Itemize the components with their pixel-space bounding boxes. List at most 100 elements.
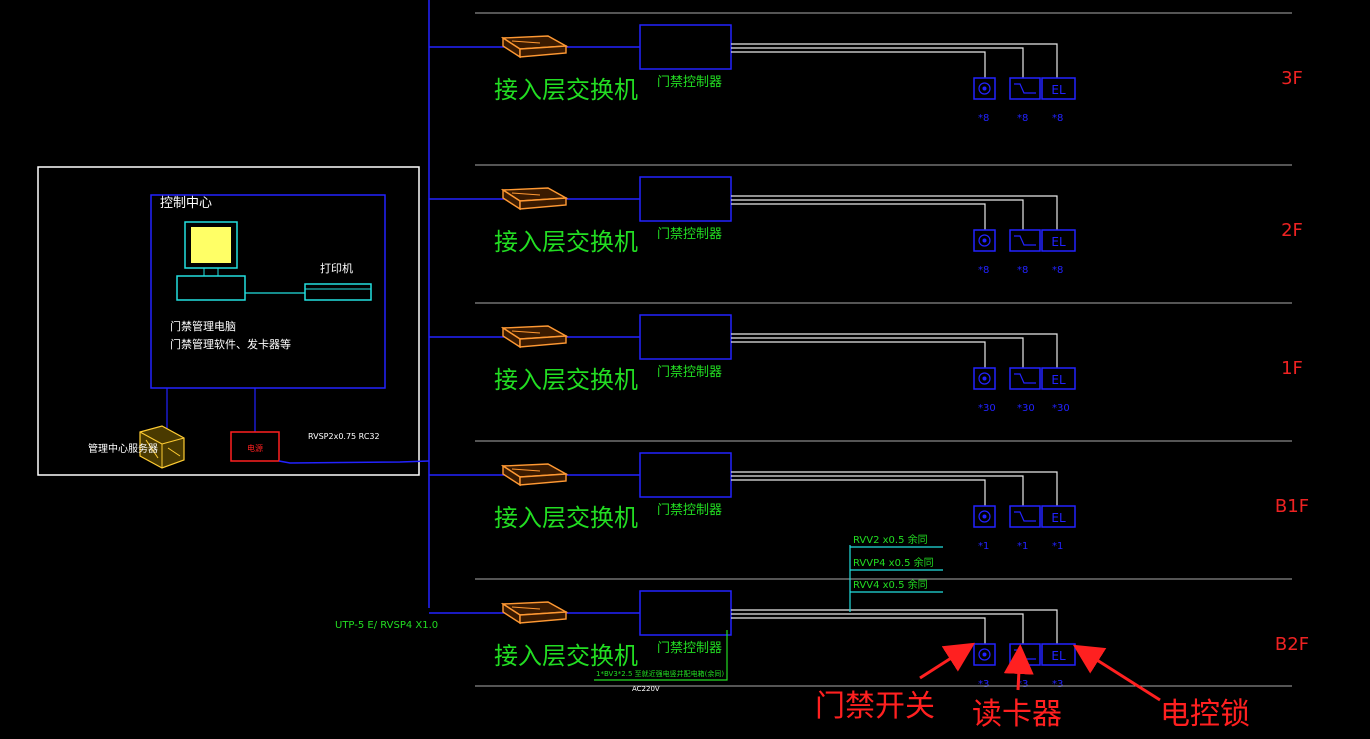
network-switch-icon: [500, 187, 569, 211]
card-reader-icon: [1009, 367, 1041, 390]
electric-lock-icon: EL: [1041, 643, 1076, 666]
reader-wire: [731, 199, 1024, 230]
wire-spec-2: RVVP4 x0.5 余同: [853, 556, 934, 569]
card-reader-arrow: [1003, 644, 1034, 691]
printer-icon: [304, 283, 372, 301]
exit-button-icon: [973, 643, 996, 666]
power-label: 电源: [247, 443, 263, 453]
network-switch-icon: [500, 463, 569, 487]
floor-name: 3F: [1281, 68, 1303, 89]
main-cable-label: UTP-5 E/ RVSP4 X1.0: [335, 620, 438, 631]
control-center-room: [37, 166, 420, 476]
lock-wire: [731, 471, 1058, 506]
exit-button-wire: [731, 479, 986, 506]
card-reader-count: *30: [1017, 403, 1035, 414]
card-reader-icon: [1009, 229, 1041, 252]
reader-wire: [731, 47, 1024, 78]
electric-lock-text: EL: [1051, 235, 1066, 249]
control-center-inner-box: [150, 194, 386, 389]
control-center-title: 控制中心: [160, 196, 212, 211]
card-reader-icon: [1009, 505, 1041, 528]
network-switch-icon: [500, 325, 569, 349]
exit-button-wire: [731, 341, 986, 368]
power-to-b1f-cable: [278, 460, 430, 464]
card-reader-count: *1: [1017, 541, 1028, 552]
exit-button-wire: [731, 203, 986, 230]
door-controller-box: [639, 24, 732, 70]
exit-button-icon: [973, 229, 996, 252]
reader-wire: [731, 475, 1024, 506]
exit-button-count: *30: [978, 403, 996, 414]
controller-power-cable: [594, 630, 728, 681]
electric-lock-annotation: 电控锁: [1160, 697, 1250, 732]
door-controller-box: [639, 314, 732, 360]
card-reader-icon: [1009, 77, 1041, 100]
switch-label: 接入层交换机: [494, 76, 638, 104]
exit-button-icon: [973, 77, 996, 100]
door-controller-label: 门禁控制器: [657, 227, 722, 242]
electric-lock-icon: EL: [1041, 505, 1076, 528]
electric-lock-text: EL: [1051, 649, 1066, 663]
reader-wire: [731, 337, 1024, 368]
door-controller-box: [639, 590, 732, 636]
door-controller-label: 门禁控制器: [657, 365, 722, 380]
exit-button-wire: [731, 617, 986, 644]
printer-label: 打印机: [320, 261, 353, 275]
reader-wire: [731, 613, 1024, 644]
floor-name: 2F: [1281, 220, 1303, 241]
server-icon: [139, 425, 185, 469]
electric-lock-icon: EL: [1041, 77, 1076, 100]
electric-lock-count: *8: [1052, 113, 1063, 124]
floor-row: 接入层交换机 门禁控制器 EL *8 *8 *8 3F: [429, 12, 1303, 124]
switch-label: 接入层交换机: [494, 228, 638, 256]
pc-label-2: 门禁管理软件、发卡器等: [170, 337, 291, 351]
power-box: [230, 431, 280, 462]
lock-wire: [731, 609, 1058, 644]
wire-spec-1: RVV2 x0.5 余同: [853, 533, 928, 546]
lock-wire: [731, 333, 1058, 368]
electric-lock-text: EL: [1051, 511, 1066, 525]
exit-button-count: *8: [978, 265, 989, 276]
card-reader-count: *3: [1017, 679, 1028, 690]
door-controller-box: [639, 452, 732, 498]
wire-spec-group: RVV2 x0.5 余同 RVVP4 x0.5 余同 RVV4 x0.5 余同: [849, 533, 943, 612]
exit-button-icon: [973, 505, 996, 528]
wire-spec-3: RVV4 x0.5 余同: [853, 578, 928, 591]
exit-button-wire: [731, 51, 986, 78]
floor-name: B1F: [1275, 496, 1309, 517]
switch-label: 接入层交换机: [494, 366, 638, 394]
floor-name: B2F: [1275, 634, 1309, 655]
pc-label-1: 门禁管理电脑: [170, 319, 236, 333]
card-reader-count: *8: [1017, 113, 1028, 124]
exit-button-icon: [973, 367, 996, 390]
door-controller-label: 门禁控制器: [657, 641, 722, 656]
switch-label: 接入层交换机: [494, 642, 638, 670]
network-switch-icon: [500, 601, 569, 625]
door-controller-box: [639, 176, 732, 222]
power-cable-label: 1*BV3*2.5 至就近强电竖井配电箱(余同): [596, 669, 724, 678]
card-reader-annotation: 读卡器: [972, 697, 1062, 732]
exit-button-count: *1: [978, 541, 989, 552]
exit-button-arrow: [919, 642, 976, 680]
door-controller-label: 门禁控制器: [657, 75, 722, 90]
control-center-cable-label: RVSP2x0.75 RC32: [308, 432, 380, 441]
exit-button-annotation: 门禁开关: [815, 689, 935, 724]
electric-lock-icon: EL: [1041, 229, 1076, 252]
electric-lock-count: *8: [1052, 265, 1063, 276]
door-controller-label: 门禁控制器: [657, 503, 722, 518]
network-switch-icon: [500, 35, 569, 59]
floor-name: 1F: [1281, 358, 1303, 379]
exit-button-count: *8: [978, 113, 989, 124]
exit-button-count: *3: [978, 679, 989, 690]
electric-lock-text: EL: [1051, 373, 1066, 387]
monitor-icon: [176, 221, 246, 301]
lock-wire: [731, 195, 1058, 230]
switch-label: 接入层交换机: [494, 504, 638, 532]
lock-wire: [731, 43, 1058, 78]
electric-lock-icon: EL: [1041, 367, 1076, 390]
